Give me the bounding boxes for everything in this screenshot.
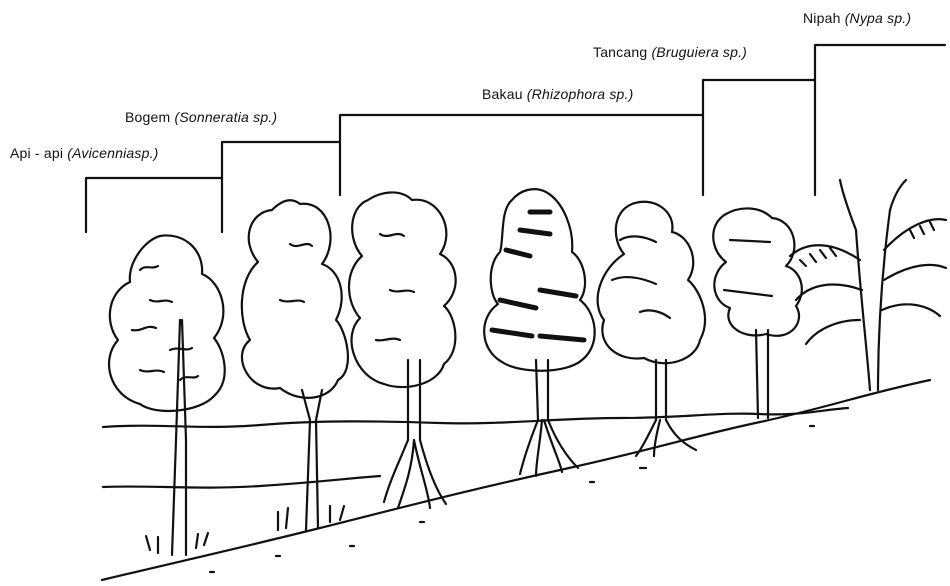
tree-bakau-2 xyxy=(484,189,594,476)
high-tide-line xyxy=(103,408,848,427)
tree-tancang-2 xyxy=(713,208,802,418)
ground-marks xyxy=(210,426,814,572)
zone-boundary-api-api xyxy=(86,178,222,232)
ground-slope xyxy=(102,380,930,580)
zone-boundary-bogem xyxy=(222,142,340,195)
zone-boundary-nipah xyxy=(815,45,945,80)
zone-boundary-bakau xyxy=(340,115,703,195)
zone-boundary-tancang xyxy=(703,80,815,195)
tree-bakau-1 xyxy=(349,192,456,508)
tree-api-api xyxy=(109,235,225,555)
low-tide-line xyxy=(103,476,380,488)
tree-nipah xyxy=(790,180,946,390)
